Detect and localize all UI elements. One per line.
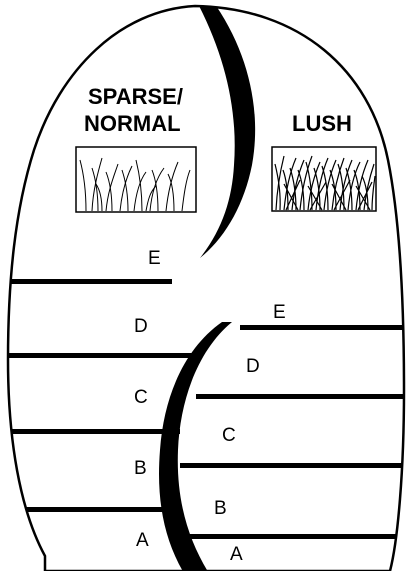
right-zone-line-c	[180, 463, 411, 468]
green-outline	[8, 6, 404, 571]
left-zone-line-e	[0, 279, 172, 284]
left-zone-label-a: A	[136, 530, 149, 551]
right-zone-label-b: B	[214, 498, 227, 519]
left-zone-line-d	[0, 353, 200, 358]
header-lush: LUSH	[292, 111, 352, 136]
right-zone-label-e: E	[273, 302, 286, 323]
right-zone-line-b	[186, 534, 411, 539]
header-normal: NORMAL	[84, 111, 181, 136]
left-zone-line-c	[0, 429, 180, 434]
right-zone-label-a: A	[230, 544, 243, 565]
right-zone-label-c: C	[222, 425, 236, 446]
right-zone-line-d	[196, 394, 411, 399]
lush-grass-illustration	[272, 147, 376, 211]
left-zone-label-b: B	[134, 458, 147, 479]
sparse-grass-illustration	[76, 147, 196, 212]
left-zone-label-c: C	[134, 387, 148, 408]
header-sparse: SPARSE/	[88, 84, 183, 109]
right-zone-label-d: D	[246, 356, 260, 377]
left-zone-label-e: E	[148, 248, 161, 269]
left-zone-label-d: D	[134, 316, 148, 337]
right-zone-line-e	[240, 325, 411, 330]
